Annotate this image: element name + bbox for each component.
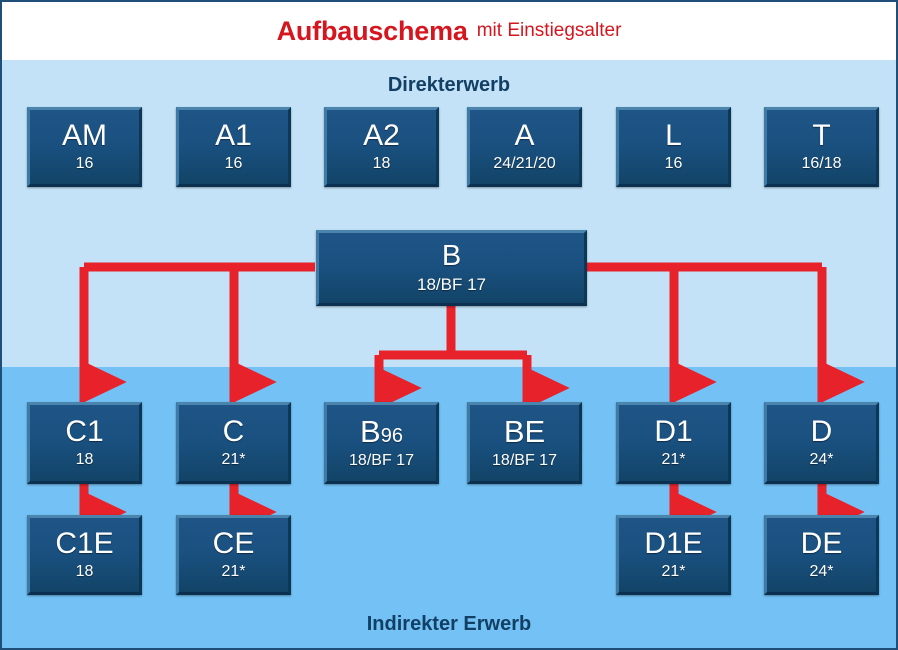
license-code: A: [514, 118, 535, 152]
license-age: 21*: [221, 451, 246, 469]
license-box-b[interactable]: B 18/BF 17: [316, 230, 587, 306]
license-code: C1E: [55, 526, 114, 560]
license-code: C1: [65, 414, 104, 448]
title-subtitle-text: mit Einstiegsalter: [476, 20, 622, 41]
license-age: 24*: [809, 451, 834, 469]
license-box-be[interactable]: BE 18/BF 17: [467, 402, 582, 484]
license-code: B96: [360, 414, 403, 450]
license-box-de[interactable]: DE 24*: [764, 515, 879, 595]
license-code: T: [812, 118, 831, 152]
license-code: A2: [363, 118, 400, 152]
license-age: 21*: [661, 563, 686, 581]
page-title: Aufbauschema mit Einstiegsalter: [2, 2, 896, 60]
license-box-b96[interactable]: B96 18/BF 17: [324, 402, 439, 484]
license-age: 18: [372, 155, 391, 173]
license-code: CE: [212, 526, 255, 560]
license-code: L: [665, 118, 682, 152]
license-box-t[interactable]: T 16/18: [764, 107, 879, 187]
license-box-ce[interactable]: CE 21*: [176, 515, 291, 595]
license-code: DE: [800, 526, 843, 560]
license-age: 16: [664, 155, 683, 173]
license-age: 16: [75, 155, 94, 173]
license-box-a2[interactable]: A2 18: [324, 107, 439, 187]
license-age: 16/18: [801, 155, 842, 173]
license-age: 18/BF 17: [417, 275, 486, 295]
title-main-text: Aufbauschema: [276, 15, 468, 46]
license-box-c[interactable]: C 21*: [176, 402, 291, 484]
section-heading-direkterwerb: Direkterwerb: [387, 74, 511, 96]
license-box-d[interactable]: D 24*: [764, 402, 879, 484]
license-code: B: [441, 239, 462, 272]
license-box-a[interactable]: A 24/21/20: [467, 107, 582, 187]
license-box-d1[interactable]: D1 21*: [616, 402, 731, 484]
license-code: AM: [62, 118, 107, 152]
license-box-c1e[interactable]: C1E 18: [27, 515, 142, 595]
section-heading-indirekter-erwerb: Indirekter Erwerb: [366, 613, 532, 635]
license-age: 24/21/20: [493, 155, 556, 173]
license-age: 18: [75, 563, 94, 581]
license-code: A1: [215, 118, 252, 152]
license-code: BE: [503, 414, 546, 450]
license-code: C: [222, 414, 245, 448]
license-box-a1[interactable]: A1 16: [176, 107, 291, 187]
license-box-am[interactable]: AM 16: [27, 107, 142, 187]
license-age: 18: [75, 451, 94, 469]
license-code: D1E: [644, 526, 703, 560]
license-code-subscript: 96: [380, 425, 403, 448]
license-age: 18/BF 17: [349, 451, 414, 469]
license-code: D: [810, 414, 833, 448]
license-age: 21*: [221, 563, 246, 581]
license-age: 21*: [661, 451, 686, 469]
title-band: [2, 2, 896, 60]
indirect-acquisition-band: [2, 367, 896, 648]
license-age: 18/BF 17: [492, 451, 557, 469]
license-box-c1[interactable]: C1 18: [27, 402, 142, 484]
license-age: 24*: [809, 563, 834, 581]
license-box-l[interactable]: L 16: [616, 107, 731, 187]
license-box-d1e[interactable]: D1E 21*: [616, 515, 731, 595]
license-age: 16: [224, 155, 243, 173]
license-code: D1: [654, 414, 693, 448]
